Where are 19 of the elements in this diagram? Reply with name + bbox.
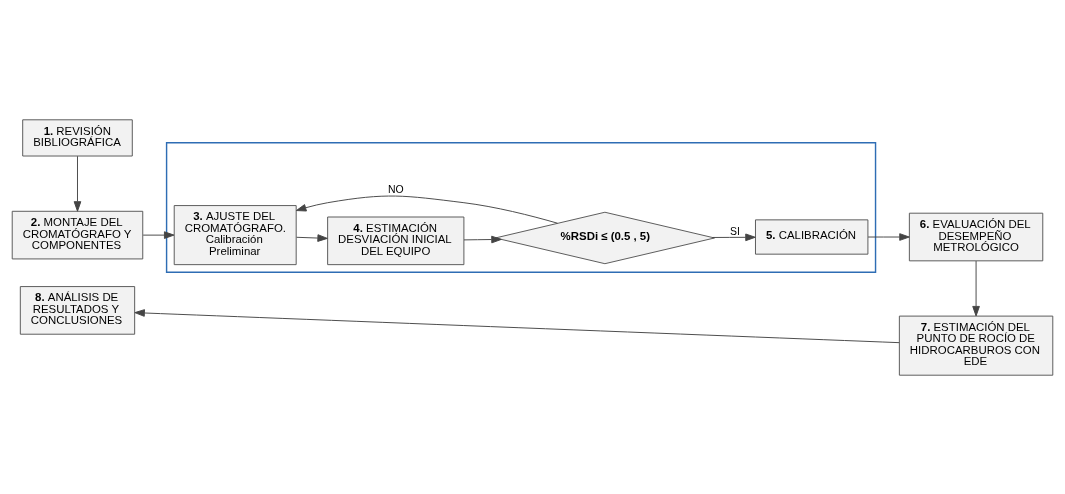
node-box: 1. REVISIÓN BIBLIOGRÁFICA — [22, 118, 133, 156]
arrow — [463, 235, 502, 243]
node-box: 2. MONTAJE DEL CROMATÓGRAFO Y COMPONENTES — [11, 210, 144, 259]
arrow — [972, 260, 980, 316]
edge-label: SI — [730, 225, 740, 237]
arrow — [142, 230, 175, 239]
node-box: 4. ESTIMACIÓN DESVIACIÓN INICIAL DEL EQUIPO — [327, 216, 465, 265]
node-box: 5. CALIBRACIÓN — [755, 218, 869, 255]
node-box: 3. AJUSTE DEL CROMATÓGRAFO. Calibración Preliminar — [173, 204, 297, 265]
arrow — [296, 233, 328, 242]
node-box: 7. ESTIMACIÓN DEL PUNTO DE ROCÍO DE HIDROCARBUROS CON EDE — [898, 315, 1054, 376]
arrow — [867, 232, 910, 241]
arrow — [73, 155, 82, 212]
arrow — [712, 233, 756, 241]
node-box: 6. EVALUACIÓN DEL DESEMPEÑO METROLÓGICO — [908, 212, 1044, 261]
node-box: 8. ANÁLISIS DE RESULTADOS Y CONCLUSIONES — [19, 285, 136, 335]
edge-label: NO — [387, 183, 404, 195]
arrow — [295, 195, 558, 224]
arrow — [134, 308, 900, 343]
